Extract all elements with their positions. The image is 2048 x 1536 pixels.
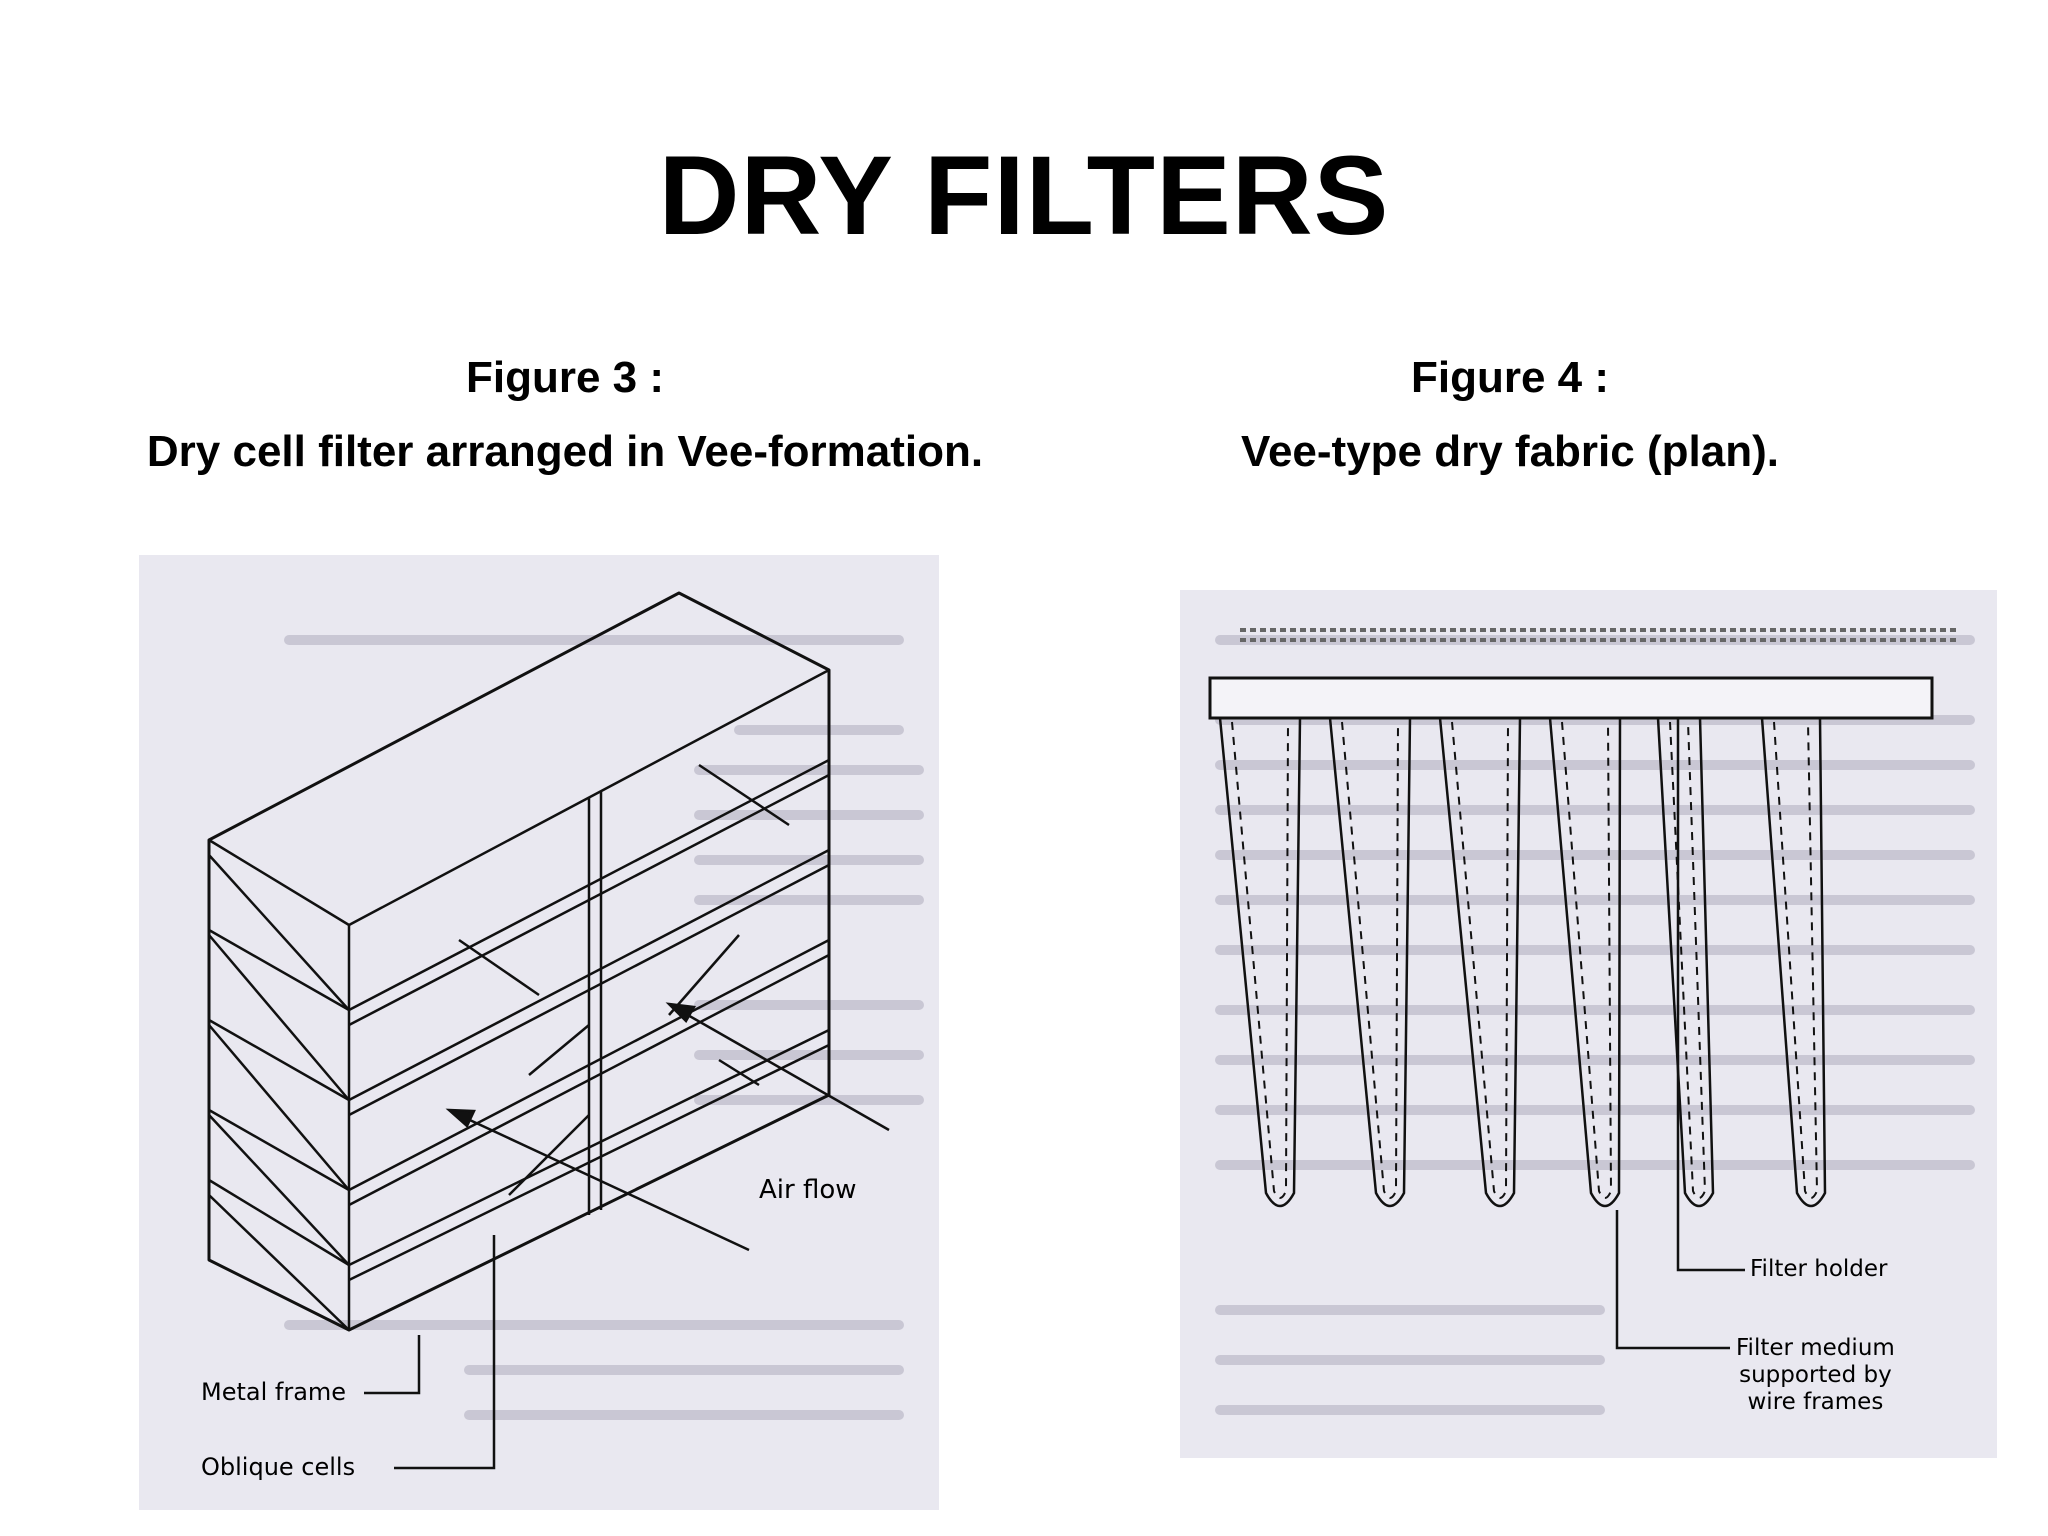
filter-medium-line-3: wire frames — [1747, 1389, 1884, 1415]
filter-pocket — [1548, 717, 1622, 1208]
filter-medium-line-1: Filter medium — [1736, 1335, 1895, 1361]
filter-pocket — [1328, 717, 1412, 1208]
bleed-through-text — [284, 635, 924, 1420]
figure3-number: Figure 3 : — [465, 353, 665, 402]
wire-frame — [1669, 721, 1707, 1199]
wire-frame — [1231, 721, 1289, 1199]
scan-noise-band — [1240, 628, 1960, 642]
filter-medium-line-2: supported by — [1739, 1362, 1892, 1388]
filter-pocket — [1438, 717, 1522, 1208]
vee-filter-unit — [207, 591, 831, 1332]
wire-frame — [1773, 721, 1819, 1199]
filter-medium-label: Filter medium supported by wire frames — [1736, 1335, 1895, 1416]
figure4-diagram: Filter holder Filter medium supported by… — [1180, 590, 1997, 1458]
figure3-caption: Dry cell filter arranged in Vee-formatio… — [146, 427, 984, 476]
metal-frame-label: Metal frame — [201, 1378, 347, 1406]
figure3-drawing — [207, 591, 924, 1470]
figure3-diagram: Air flow Metal frame Oblique cells — [139, 555, 939, 1510]
oblique-cells-label: Oblique cells — [201, 1453, 356, 1481]
wire-frame — [1451, 721, 1509, 1199]
leader-lines — [364, 1235, 496, 1470]
air-flow-arrows — [445, 1002, 890, 1252]
figure4-number: Figure 4 : — [1410, 353, 1610, 402]
vee-pocket-group — [1218, 717, 1827, 1208]
filter-pocket — [1760, 717, 1827, 1208]
wire-frame — [1561, 721, 1613, 1199]
air-flow-label: Air flow — [759, 1175, 857, 1205]
figure4-drawing — [1208, 628, 1975, 1415]
wire-frame — [1341, 721, 1399, 1199]
filter-pocket — [1656, 717, 1715, 1208]
leader-lines — [1615, 718, 1745, 1350]
figure4-caption: Vee-type dry fabric (plan). — [1241, 427, 1779, 476]
slide-title: DRY FILTERS — [658, 133, 1390, 258]
filter-holder-label: Filter holder — [1750, 1256, 1888, 1282]
filter-holder-bar — [1208, 676, 1934, 720]
filter-pocket — [1218, 717, 1302, 1208]
